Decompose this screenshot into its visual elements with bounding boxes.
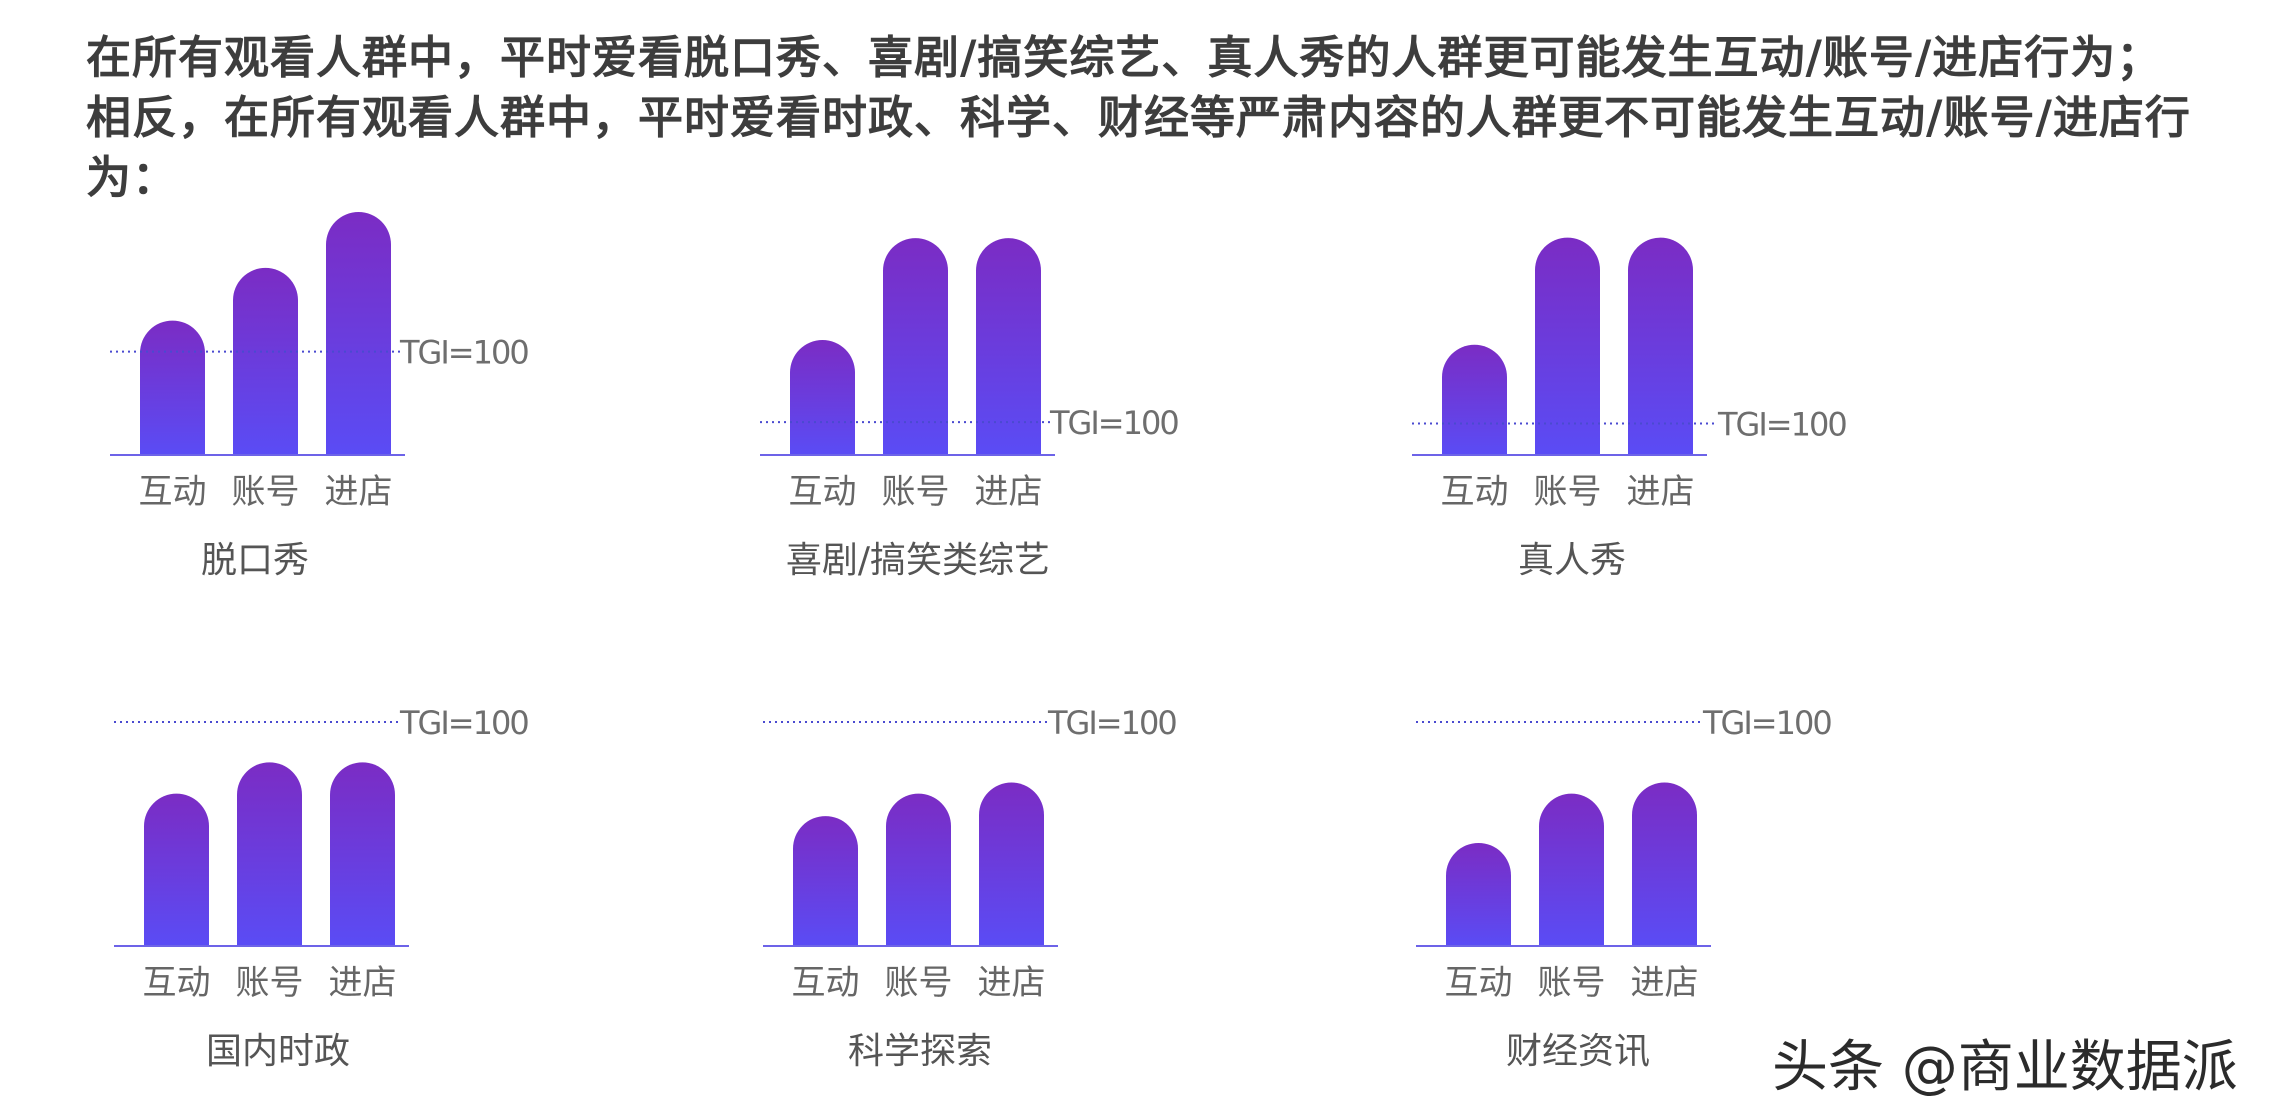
headline: 在所有观看人群中，平时爱看脱口秀、喜剧/搞笑综艺、真人秀的人群更可能发生互动/账… — [86, 31, 2191, 204]
tgi-label: TGI=100 — [1702, 704, 1831, 742]
bar-互动 — [140, 320, 205, 455]
bar-进店 — [976, 238, 1041, 455]
chart-caption: 真人秀 — [1518, 540, 1626, 581]
category-label: 互动 — [143, 963, 211, 1003]
category-label: 进店 — [325, 472, 393, 512]
category-label: 互动 — [1445, 963, 1513, 1003]
category-label: 进店 — [1631, 963, 1699, 1003]
bar-互动 — [793, 816, 858, 946]
category-label: 账号 — [882, 472, 950, 512]
chart-caption: 喜剧/搞笑类综艺 — [786, 540, 1050, 581]
tgi-label: TGI=100 — [1717, 405, 1846, 443]
bar-互动 — [790, 340, 855, 455]
tgi-label: TGI=100 — [1047, 704, 1176, 742]
category-label: 进店 — [329, 963, 397, 1003]
bar-账号 — [233, 267, 298, 455]
bar-账号 — [1535, 237, 1600, 455]
bar-互动 — [144, 793, 209, 946]
bar-互动 — [1446, 842, 1511, 946]
bar-进店 — [330, 762, 395, 946]
bar-进店 — [1632, 782, 1697, 946]
category-label: 互动 — [1441, 472, 1509, 512]
bar-进店 — [979, 782, 1044, 946]
watermark: 头条 @商业数据派 — [1772, 1035, 2238, 1100]
bar-互动 — [1442, 344, 1507, 455]
category-label: 账号 — [1538, 963, 1606, 1003]
chart-caption: 脱口秀 — [201, 540, 309, 581]
tgi-label: TGI=100 — [399, 334, 528, 372]
tgi-label: TGI=100 — [1049, 404, 1178, 442]
category-label: 进店 — [1627, 472, 1695, 512]
bar-账号 — [883, 238, 948, 455]
chart-caption: 国内时政 — [206, 1031, 350, 1072]
bar-进店 — [326, 212, 391, 455]
category-label: 账号 — [1534, 472, 1602, 512]
category-label: 互动 — [139, 472, 207, 512]
chart-caption: 财经资讯 — [1506, 1031, 1650, 1072]
tgi-label: TGI=100 — [399, 704, 528, 742]
category-label: 互动 — [792, 963, 860, 1003]
category-label: 账号 — [885, 963, 953, 1003]
bar-账号 — [886, 793, 951, 946]
category-label: 账号 — [232, 472, 300, 512]
chart-caption: 科学探索 — [848, 1031, 992, 1072]
category-label: 进店 — [978, 963, 1046, 1003]
category-label: 互动 — [789, 472, 857, 512]
category-label: 账号 — [236, 963, 304, 1003]
bar-账号 — [237, 762, 302, 946]
bar-进店 — [1628, 237, 1693, 455]
category-label: 进店 — [975, 472, 1043, 512]
bar-账号 — [1539, 793, 1604, 946]
